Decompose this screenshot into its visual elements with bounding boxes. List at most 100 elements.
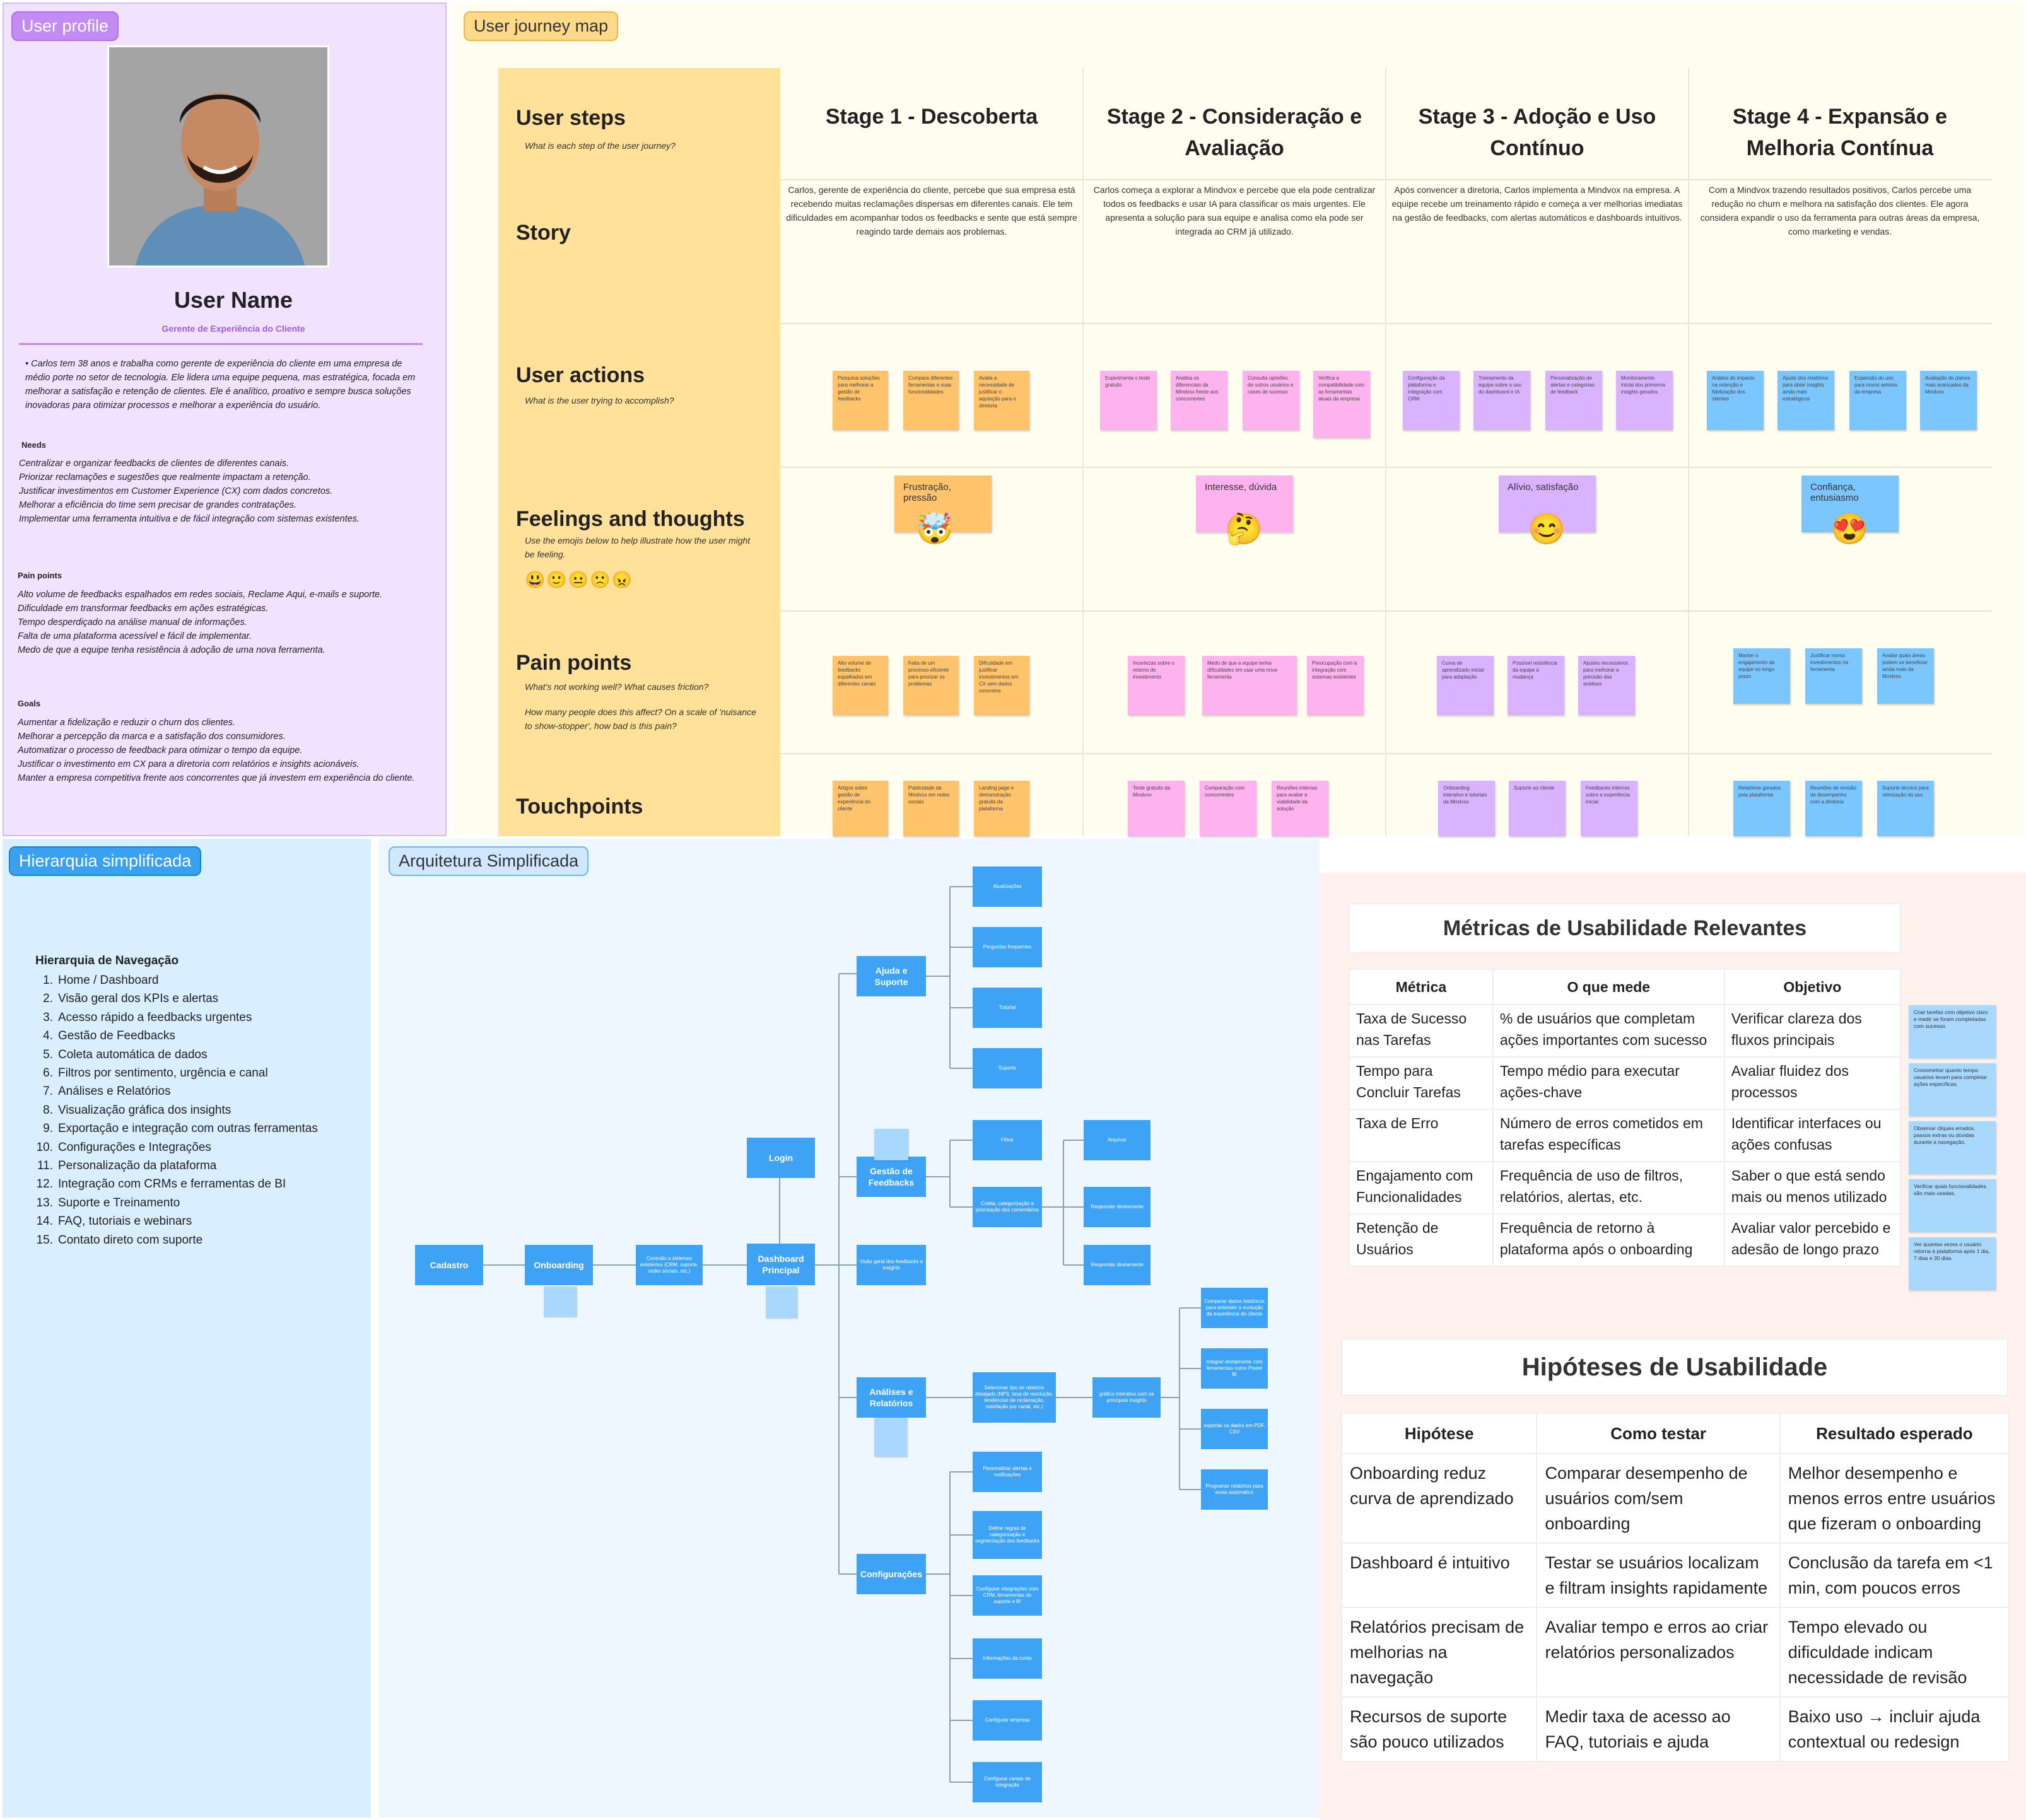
touchpoint-sticky[interactable]: Landing page e demonstração gratuita da … [974, 781, 1029, 836]
touchpoint-sticky[interactable]: Artigos sobre gestão de experiência do c… [833, 781, 888, 836]
node-personalizar-alertas[interactable]: Personalizar alertas e notificações [973, 1452, 1042, 1492]
hierarchy-tag[interactable]: Hierarquia simplificada [9, 846, 202, 876]
pain-sticky[interactable]: Incertezas sobre o retorno do investimen… [1128, 656, 1185, 715]
pain-sticky[interactable]: Avaliar quais áreas podem se beneficiar … [1877, 648, 1934, 704]
action-sticky[interactable]: Avaliação de planos mais avançados da Mi… [1920, 371, 1977, 430]
node-definir-regras[interactable]: Definir regras de categorização e segmen… [973, 1511, 1042, 1559]
touchpoint-sticky[interactable]: Suporte ao cliente [1509, 781, 1566, 836]
goals-heading: Goals [18, 699, 41, 708]
hierarchy-item: 13.Suporte e Treinamento [36, 1196, 180, 1210]
node-responder-2[interactable]: Responder diretamente [1084, 1245, 1151, 1285]
touchpoint-sticky[interactable]: Suporte técnico para otimização do uso [1877, 781, 1934, 836]
node-filtrar[interactable]: Filtrar [973, 1120, 1042, 1160]
action-sticky[interactable]: Treinamento da equipe sobre o uso do das… [1473, 371, 1530, 430]
touchpoint-sticky[interactable]: Relatórios gerados pela plataforma [1733, 781, 1790, 836]
stage-3-title: Stage 3 - Adoção e Uso Contínuo [1418, 105, 1656, 160]
node-exportar[interactable]: exportar os dados em PDF, CSV [1201, 1409, 1268, 1449]
node-tutorial[interactable]: Tutorial [973, 988, 1042, 1028]
node-configurar-empresa[interactable]: Configurar empresa [973, 1700, 1042, 1741]
node-visao[interactable]: Visão geral dos feedbacks e insights [857, 1245, 926, 1285]
node-integrar[interactable]: Integrar diretamente com ferramentas com… [1201, 1348, 1268, 1389]
user-name: User Name [173, 287, 293, 313]
node-responder-1[interactable]: Responder diretamente [1084, 1187, 1151, 1227]
node-grafico[interactable]: gráfico interativo com os principais ins… [1092, 1377, 1161, 1418]
action-sticky[interactable]: Analisa os diferenciais da Mindvox frent… [1171, 371, 1227, 430]
touchpoint-sticky[interactable]: Reuniões internas para avaliar a viabili… [1272, 781, 1328, 836]
touchpoint-sticky[interactable]: Onboarding interativo e tutoriais da Min… [1438, 781, 1495, 836]
node-suporte[interactable]: Suporte [973, 1048, 1042, 1088]
table-cell: Engajamento com Funcionalidades [1349, 1161, 1494, 1215]
feeling-sticky[interactable]: Frustração, pressão [894, 475, 992, 532]
node-informacoes-conta[interactable]: Informações da conta [973, 1638, 1042, 1679]
node-arquivar[interactable]: Arquivar [1084, 1120, 1151, 1160]
action-sticky[interactable]: Personalização de alertas e categorias d… [1545, 371, 1602, 430]
pain-sticky[interactable]: Possível resistência da equipe à mudança [1508, 656, 1564, 715]
action-sticky[interactable]: Compara diferentes ferramentas e suas fu… [903, 371, 959, 430]
node-analises[interactable]: Análises e Relatórios [857, 1377, 926, 1418]
hierarchy-list: 1.Home / Dashboard 2.Visão geral dos KPI… [35, 971, 318, 1249]
pain-sticky[interactable]: Justificar novos investimentos na ferram… [1805, 648, 1862, 704]
node-conexao[interactable]: Conexão a sistemas existentes (CRM, supo… [636, 1245, 703, 1285]
pain-sticky[interactable]: Falta de um processo eficiente para prio… [903, 656, 959, 715]
pain-sticky[interactable]: Ajustes necessários para melhorar a prec… [1578, 656, 1635, 715]
node-cadastro[interactable]: Cadastro [415, 1245, 483, 1285]
touchpoint-sticky[interactable]: Reuniões de revisão de desempenho com a … [1805, 781, 1862, 836]
table-cell: Tempo para Concluir Tarefas [1349, 1056, 1494, 1110]
table-cell: Taxa de Erro [1349, 1109, 1494, 1162]
user-journey-tag[interactable]: User journey map [464, 11, 619, 41]
node-ajuda[interactable]: Ajuda e Suporte [857, 956, 926, 996]
node-login[interactable]: Login [747, 1138, 815, 1178]
feeling-sticky[interactable]: Alívio, satisfação [1499, 475, 1596, 532]
pain-sticky[interactable]: Curva de aprendizado inicial para adapta… [1437, 656, 1494, 715]
row-subtitle: Use the emojis below to help illustrate … [525, 535, 751, 559]
node-comparar[interactable]: Comparar dados históricos para entender … [1201, 1288, 1268, 1328]
node-configurar-integracoes[interactable]: Configurar integrações com CRM, ferramen… [973, 1575, 1042, 1616]
touchpoint-sticky[interactable]: Publicidade da Mindvox em redes sociais [903, 781, 959, 836]
node-configuracoes[interactable]: Configurações [857, 1554, 926, 1594]
action-sticky[interactable]: Consulta opiniões de outros usuários e c… [1243, 371, 1299, 430]
pain-sticky[interactable]: Preocupação com a integração com sistema… [1307, 656, 1364, 715]
node-dashboard[interactable]: Dashboard Principal [747, 1244, 815, 1285]
metric-note-sticky[interactable]: Cronometrar quanto tempo usuários levam … [1909, 1063, 1996, 1116]
metric-note-sticky[interactable]: Verificar quais funcionalidades são mais… [1909, 1179, 1996, 1232]
action-sticky[interactable]: Pesquisa soluções para melhorar a gestão… [833, 371, 888, 430]
pain-sticky[interactable]: Dificuldade em justificar investimentos … [974, 656, 1029, 715]
note-sticky [544, 1286, 577, 1317]
pain-sticky[interactable]: Medo de que a equipe tenha dificuldades … [1202, 656, 1297, 715]
action-sticky[interactable]: Ajuste dos relatórios para obter insight… [1777, 371, 1834, 430]
metric-note-sticky[interactable]: Criar tarefas com objetivo claro e medir… [1909, 1005, 1996, 1058]
metric-note-sticky[interactable]: Ver quantas vezes o usuário retorna à pl… [1909, 1237, 1996, 1290]
action-sticky[interactable]: Análise do impacto na retenção e fideliz… [1707, 371, 1764, 430]
pain-sticky[interactable]: Manter o engajamento da equipe no longo … [1733, 648, 1790, 704]
node-programar[interactable]: Programar relatórios para envio automáti… [1201, 1469, 1268, 1510]
node-configurar-canais[interactable]: Configurar canais de integração [973, 1762, 1042, 1802]
needs-item: Melhorar a eficiência do time sem precis… [19, 500, 297, 510]
touchpoint-sticky[interactable]: Teste gratuito da Mindvox [1128, 781, 1185, 836]
action-sticky[interactable]: Verifica a compatibilidade com as ferram… [1313, 371, 1370, 438]
needs-list: Centralizar e organizar feedbacks de cli… [19, 457, 435, 526]
pain-sticky[interactable]: Alto volume de feedbacks espalhados em d… [833, 656, 888, 715]
feeling-sticky[interactable]: Interesse, dúvida [1196, 475, 1293, 532]
node-perguntas[interactable]: Perguntas frequentes [973, 927, 1042, 967]
table-cell: Verificar clareza dos fluxos principais [1723, 1004, 1902, 1058]
action-sticky[interactable]: Avalia a necessidade de justificar o aqu… [974, 371, 1029, 430]
node-onboarding[interactable]: Onboarding [525, 1245, 593, 1285]
metric-note-sticky[interactable]: Observar cliques errados, passos extras … [1909, 1121, 1996, 1174]
node-gestao[interactable]: Gestão de Feedbacks [857, 1157, 926, 1197]
feeling-sticky[interactable]: Confiança, entusiasmo [1801, 475, 1899, 532]
user-profile-tag[interactable]: User profile [11, 11, 119, 41]
pain-item: Dificuldade em transformar feedbacks em … [18, 604, 269, 614]
action-sticky[interactable]: Configuração da plataforma e integração … [1403, 371, 1460, 430]
column-header: Métrica [1349, 969, 1494, 1005]
action-sticky[interactable]: Expansão do uso para novos setores da em… [1849, 371, 1906, 430]
architecture-tag[interactable]: Arquitetura Simplificada [389, 846, 589, 876]
node-atualizacoes[interactable]: Atualizações [973, 866, 1042, 907]
touchpoint-sticky[interactable]: Feedbacks internos sobre a experiência i… [1581, 781, 1637, 836]
node-coleta[interactable]: Coleta, categorização e priorização dos … [973, 1187, 1042, 1227]
column-header: O que mede [1492, 969, 1725, 1005]
touchpoint-sticky[interactable]: Comparação com concorrentes [1200, 781, 1256, 836]
table-row: Taxa de Erro Número de erros cometidos e… [1349, 1109, 1902, 1162]
node-selecionar-relatorio[interactable]: Selecionar tipo de relatório desejado (N… [973, 1372, 1056, 1423]
action-sticky[interactable]: Experimenta o teste gratuito [1100, 371, 1157, 430]
action-sticky[interactable]: Monitoramento inicial dos primeiros insi… [1616, 371, 1673, 430]
